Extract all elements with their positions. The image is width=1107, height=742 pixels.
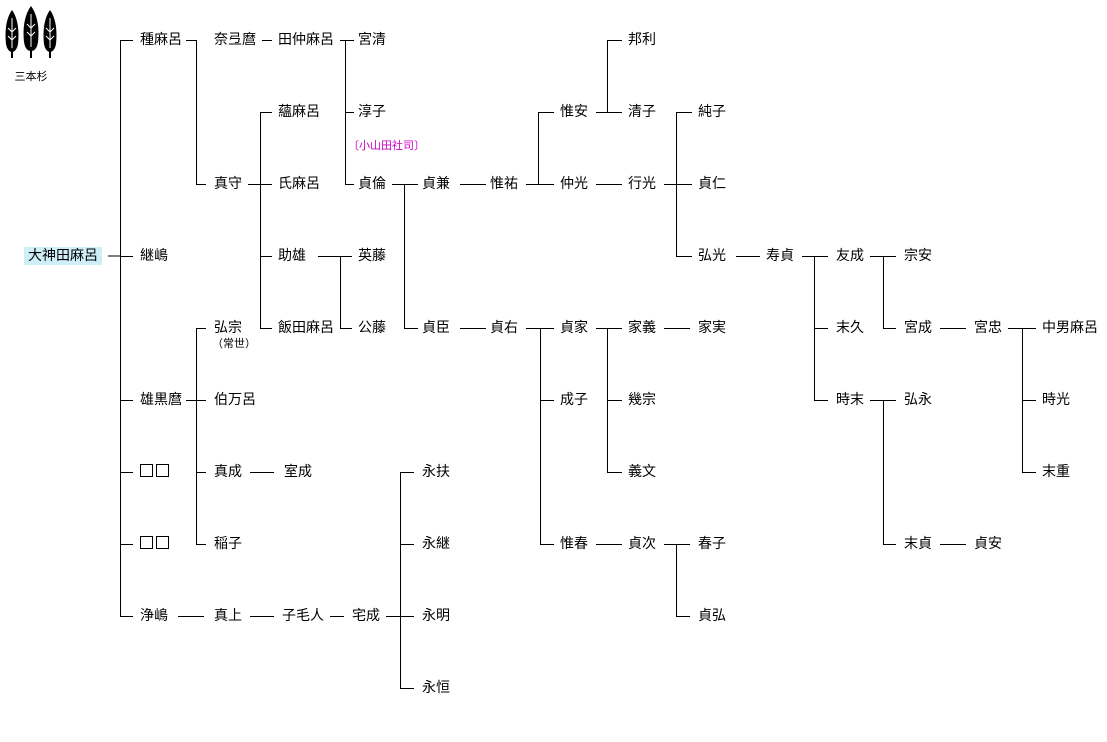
person-node: 雄黒麿 [140, 392, 182, 408]
person-node: 行光 [628, 176, 656, 192]
person-node: 宮成 [904, 320, 932, 336]
person-node: 氏麻呂 [278, 176, 320, 192]
person-node: 宅成 [352, 608, 380, 624]
person-node: 宗安 [904, 248, 932, 264]
person-node: 飯田麻呂 [278, 320, 334, 336]
person-node: 友成 [836, 248, 864, 264]
person-node: 継嶋 [140, 248, 168, 264]
person-node: 弘宗 [214, 320, 242, 336]
crest-label: 三本杉 [14, 70, 48, 83]
person-node: 清子 [628, 104, 656, 120]
person-node: 奈弖麿 [214, 32, 256, 48]
person-node: 助雄 [278, 248, 306, 264]
person-node: 貞臣 [422, 320, 450, 336]
shrine-priest-note: 〔小山田社司〕 [348, 139, 425, 152]
person-node: 末重 [1042, 464, 1070, 480]
person-node: 種麻呂 [140, 32, 182, 48]
person-node: 邦利 [628, 32, 656, 48]
person-node: 末久 [836, 320, 864, 336]
person-node: 淳子 [358, 104, 386, 120]
person-node: 貞安 [974, 536, 1002, 552]
person-node: 蘊麻呂 [278, 104, 320, 120]
person-node: 真上 [214, 608, 242, 624]
person-node: 春子 [698, 536, 726, 552]
person-node: 永恒 [422, 680, 450, 696]
person-node: 真成 [214, 464, 242, 480]
person-node: 伯万呂 [214, 392, 256, 408]
person-node: 中男麻呂 [1042, 320, 1098, 336]
person-node: 浄嶋 [140, 608, 168, 624]
person-node: 田仲麻呂 [278, 32, 334, 48]
person-root: 大神田麻呂 [24, 247, 102, 265]
person-node: 貞次 [628, 536, 656, 552]
person-node: 惟祐 [490, 176, 518, 192]
person-node: 家実 [698, 320, 726, 336]
unknown-name-boxes [140, 535, 169, 553]
alias-note: （常世） [212, 337, 256, 350]
person-node: 貞兼 [422, 176, 450, 192]
person-node: 純子 [698, 104, 726, 120]
person-node: 仲光 [560, 176, 588, 192]
person-node: 末貞 [904, 536, 932, 552]
person-node: 惟安 [560, 104, 588, 120]
person-node: 貞家 [560, 320, 588, 336]
person-node: 貞倫 [358, 176, 386, 192]
person-node: 家義 [628, 320, 656, 336]
person-node: 永明 [422, 608, 450, 624]
person-node: 貞仁 [698, 176, 726, 192]
person-node: 永継 [422, 536, 450, 552]
person-node: 宮清 [358, 32, 386, 48]
person-node: 弘永 [904, 392, 932, 408]
person-node: 寿貞 [766, 248, 794, 264]
person-node: 真守 [214, 176, 242, 192]
person-node: 時光 [1042, 392, 1070, 408]
person-node: 貞右 [490, 320, 518, 336]
person-node: 子毛人 [282, 608, 324, 624]
crest: 三本杉 [0, 0, 60, 90]
person-node: 成子 [560, 392, 588, 408]
unknown-name-boxes [140, 463, 169, 481]
person-node: 弘光 [698, 248, 726, 264]
three-cedar-trees-icon [5, 6, 57, 58]
person-node: 公藤 [358, 320, 386, 336]
person-node: 義文 [628, 464, 656, 480]
person-node: 幾宗 [628, 392, 656, 408]
person-node: 貞弘 [698, 608, 726, 624]
person-node: 惟春 [560, 536, 588, 552]
person-node: 英藤 [358, 248, 386, 264]
person-node: 時末 [836, 392, 864, 408]
person-node: 宮忠 [974, 320, 1002, 336]
person-node: 永扶 [422, 464, 450, 480]
person-node: 室成 [284, 464, 312, 480]
person-node: 稲子 [214, 536, 242, 552]
